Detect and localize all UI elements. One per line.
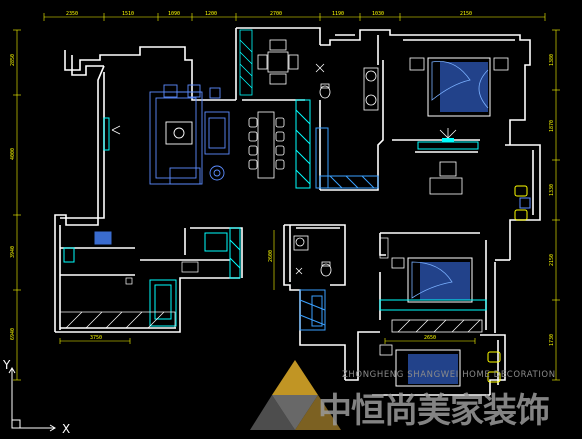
top-dim-8: 2150	[460, 11, 472, 17]
right-dimension-labels: 1380 1870 1330 2150 1730	[549, 54, 555, 346]
armchair	[204, 111, 230, 155]
coffee-table	[165, 121, 193, 145]
top-dim-3: 1090	[168, 11, 180, 17]
tv-cabinet	[103, 117, 121, 151]
left-dim-4: 6940	[10, 328, 16, 340]
ucs-axes	[8, 367, 56, 432]
top-dim-7: 1030	[372, 11, 384, 17]
x-axis-label: X	[62, 422, 71, 436]
dimension-lines	[13, 13, 560, 381]
bathroom-fixtures-top	[315, 63, 379, 111]
center-bathroom	[293, 235, 332, 277]
top-dimension-labels: 2350 1510 1090 1200 2700 1190 1030 2150	[66, 11, 472, 17]
second-wardrobe	[379, 237, 487, 333]
kitchen-counter	[59, 261, 199, 329]
study-table	[239, 29, 299, 96]
left-dimension-labels: 2850 4000 3940 6940	[10, 54, 16, 340]
left-dim-2: 4000	[10, 148, 16, 160]
inner-dim-2: 2650	[424, 335, 436, 341]
right-dim-4: 2150	[549, 254, 555, 266]
walls	[54, 27, 541, 396]
top-dim-5: 2700	[270, 11, 282, 17]
cabinets-cyan	[63, 99, 379, 331]
left-dim-3: 3940	[10, 246, 16, 258]
side-chairs-yellow	[487, 185, 531, 383]
watermark-chinese: 中恒尚美家装饰	[318, 391, 550, 431]
third-bed	[379, 344, 461, 387]
right-dim-5: 1730	[549, 334, 555, 346]
right-dim-1: 1380	[549, 54, 555, 66]
inner-dim-3: 2600	[268, 250, 274, 262]
top-dim-1: 2350	[66, 11, 78, 17]
master-tv-wall	[417, 128, 479, 195]
top-dim-2: 1510	[122, 11, 134, 17]
inner-dimension-labels: 3750 2650 2600	[90, 250, 436, 341]
brand-logo-icon	[250, 360, 341, 430]
side-table	[209, 165, 225, 181]
master-bed	[409, 57, 509, 117]
right-dim-2: 1870	[549, 120, 555, 132]
second-bed	[391, 257, 473, 303]
top-dim-6: 1190	[332, 11, 344, 17]
right-dim-3: 1330	[549, 184, 555, 196]
top-dim-4: 1200	[205, 11, 217, 17]
sofa-l-shape	[149, 91, 203, 185]
dining-table	[248, 111, 285, 179]
watermark-brand: ZHONGHENG SHANGWEI HOME DECORATION	[342, 370, 556, 380]
living-room-furniture	[149, 84, 230, 185]
y-axis-label: Y	[3, 358, 11, 372]
inner-dim-1: 3750	[90, 335, 102, 341]
left-dim-1: 2850	[10, 54, 16, 66]
